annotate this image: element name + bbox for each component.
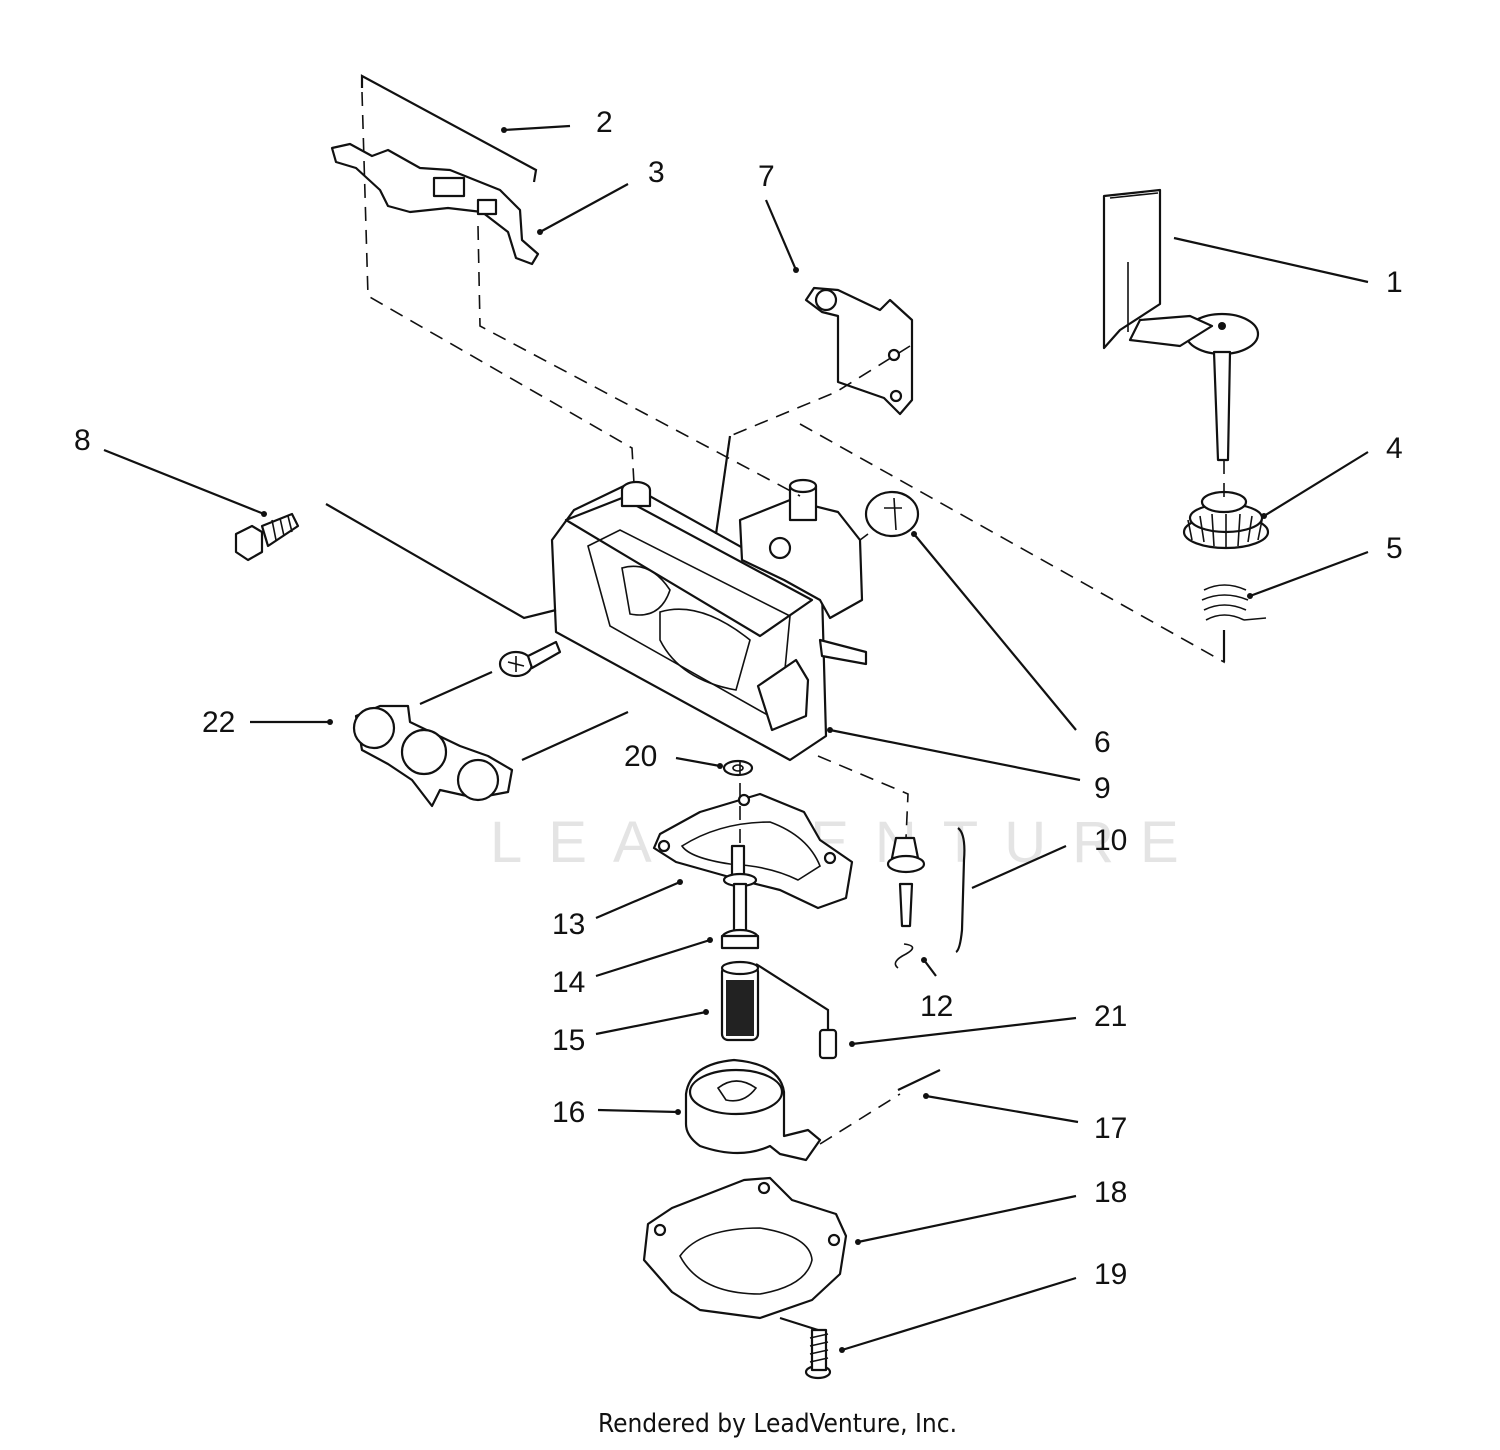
callout-8: 8: [74, 424, 91, 457]
part-21-pin[interactable]: [755, 963, 838, 1060]
credit-text: Rendered by LeadVenture, Inc.: [598, 1409, 957, 1439]
callout-20: 20: [624, 740, 657, 773]
callout-2: 2: [596, 106, 613, 139]
callout-10: 10: [1094, 824, 1127, 857]
callout-3: 3: [648, 156, 665, 189]
bracket-10: [955, 827, 966, 953]
callout-14: 14: [552, 966, 585, 999]
part-screw-22[interactable]: [498, 640, 562, 678]
part-9-carburetor-body[interactable]: [550, 478, 868, 762]
part-6-throttle-plate[interactable]: [864, 490, 920, 538]
callout-9: 9: [1094, 772, 1111, 805]
part-1-choke-plate[interactable]: [1102, 188, 1260, 462]
part-22-filter-plate[interactable]: [352, 704, 514, 808]
part-19-screw[interactable]: [804, 1328, 832, 1380]
callout-7: 7: [758, 160, 775, 193]
leader-lines: [103, 124, 1369, 1353]
part-20-washer[interactable]: [722, 759, 754, 777]
assembly-lines: [325, 91, 1226, 1332]
part-5-spring[interactable]: [1201, 584, 1267, 621]
callout-22: 22: [202, 706, 235, 739]
part-13-gasket[interactable]: [652, 792, 854, 910]
part-17-pin[interactable]: [897, 1069, 941, 1091]
part-2-link-rod[interactable]: [360, 74, 538, 183]
callout-1: 1: [1386, 266, 1403, 299]
callout-numbers: 1 2 3 4 5 6 7 8 9 10 12 13 14 15 16 17 1…: [74, 106, 1403, 1291]
callout-19: 19: [1094, 1258, 1127, 1291]
part-7-choke-bracket[interactable]: [804, 286, 914, 416]
part-18-bowl-housing[interactable]: [642, 1176, 848, 1320]
part-15-float[interactable]: [720, 960, 760, 1042]
callout-15: 15: [552, 1024, 585, 1057]
part-10-needle-seat[interactable]: [886, 836, 926, 928]
part-16-float-bowl[interactable]: [684, 1058, 822, 1162]
callout-16: 16: [552, 1096, 585, 1129]
callout-17: 17: [1094, 1112, 1127, 1145]
callout-13: 13: [552, 908, 585, 941]
part-3-lever[interactable]: [330, 142, 540, 266]
callout-12: 12: [920, 990, 953, 1023]
part-12-clip[interactable]: [894, 943, 914, 969]
callout-4: 4: [1386, 432, 1403, 465]
callout-6: 6: [1094, 726, 1111, 759]
callout-18: 18: [1094, 1176, 1127, 1209]
callout-5: 5: [1386, 532, 1403, 565]
part-14-jet-stem[interactable]: [720, 844, 760, 950]
callout-21: 21: [1094, 1000, 1127, 1033]
part-8-bolt[interactable]: [234, 512, 300, 562]
part-4-adjust-knob[interactable]: [1182, 490, 1270, 550]
